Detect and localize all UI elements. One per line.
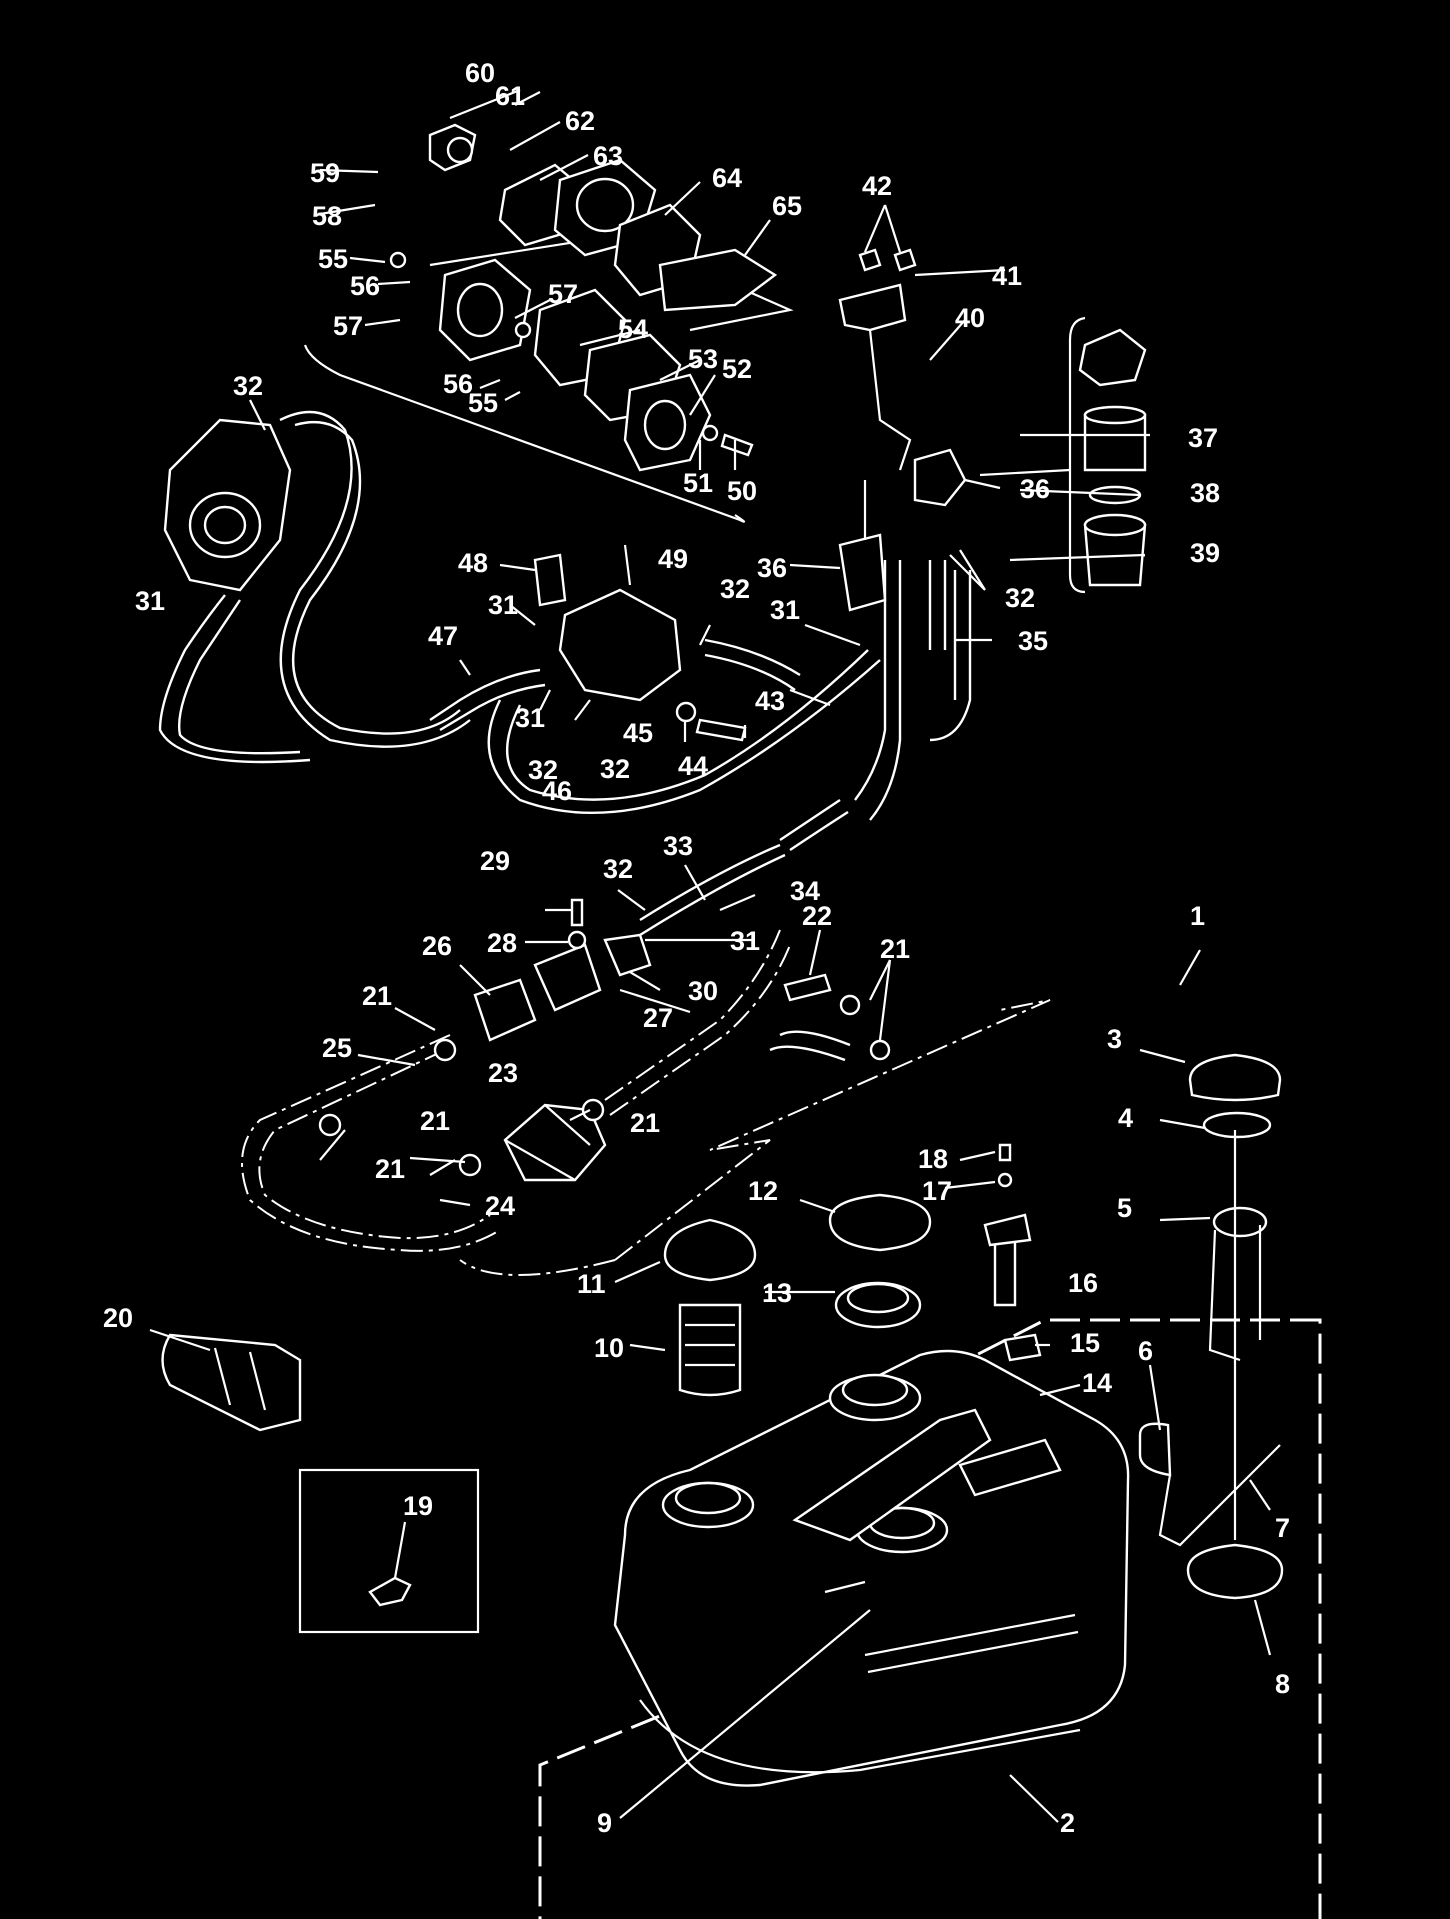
callout-28: 28 bbox=[487, 928, 517, 958]
callout-47: 47 bbox=[428, 621, 458, 651]
callout-38: 38 bbox=[1190, 478, 1220, 508]
callout-8: 8 bbox=[1275, 1669, 1290, 1699]
callout-52: 52 bbox=[722, 354, 752, 384]
callout-59: 59 bbox=[310, 158, 340, 188]
callout-42: 42 bbox=[862, 171, 892, 201]
callout-32e: 32 bbox=[600, 754, 630, 784]
callout-50: 50 bbox=[727, 476, 757, 506]
callout-37: 37 bbox=[1188, 423, 1218, 453]
callout-31c: 31 bbox=[515, 703, 545, 733]
callout-32a: 32 bbox=[233, 371, 263, 401]
callout-21a: 21 bbox=[880, 934, 910, 964]
callout-12: 12 bbox=[748, 1176, 778, 1206]
callout-7: 7 bbox=[1275, 1513, 1290, 1543]
fuel-filter-bracket-group bbox=[838, 248, 972, 821]
callout-53: 53 bbox=[688, 344, 718, 374]
callout-32c: 32 bbox=[720, 574, 750, 604]
callout-36b: 36 bbox=[757, 553, 787, 583]
callout-54: 54 bbox=[618, 314, 648, 344]
callout-20: 20 bbox=[103, 1303, 133, 1333]
callout-1: 1 bbox=[1190, 901, 1205, 931]
callout-labels: 60 61 62 63 64 65 59 58 55 56 57 57 54 5… bbox=[103, 58, 1290, 1838]
callout-39: 39 bbox=[1190, 538, 1220, 568]
callout-3: 3 bbox=[1107, 1024, 1122, 1054]
callout-49: 49 bbox=[658, 544, 688, 574]
fitting-19 bbox=[368, 1576, 412, 1607]
callout-16: 16 bbox=[1068, 1268, 1098, 1298]
callout-4: 4 bbox=[1118, 1103, 1133, 1133]
callout-44: 44 bbox=[678, 751, 708, 781]
callout-29: 29 bbox=[480, 846, 510, 876]
callout-15: 15 bbox=[1070, 1328, 1100, 1358]
tank-caps-and-parts bbox=[161, 1053, 1284, 1600]
callout-60: 60 bbox=[465, 58, 495, 88]
inset-box-19 bbox=[298, 1468, 480, 1634]
callout-48: 48 bbox=[458, 548, 488, 578]
callout-57b: 57 bbox=[333, 311, 363, 341]
callout-55: 55 bbox=[318, 244, 348, 274]
callout-30: 30 bbox=[688, 976, 718, 1006]
callout-6: 6 bbox=[1138, 1336, 1153, 1366]
leader-lines bbox=[149, 88, 1272, 1823]
callout-58: 58 bbox=[312, 201, 342, 231]
callout-11: 11 bbox=[577, 1269, 606, 1299]
callout-2: 2 bbox=[1060, 1808, 1075, 1838]
callout-27: 27 bbox=[643, 1003, 673, 1033]
callout-26: 26 bbox=[422, 931, 452, 961]
callout-56: 56 bbox=[350, 271, 380, 301]
callout-62: 62 bbox=[565, 106, 595, 136]
callout-5: 5 bbox=[1117, 1193, 1132, 1223]
callout-55b: 55 bbox=[468, 388, 498, 418]
callout-22: 22 bbox=[802, 901, 832, 931]
fuel-pump-body bbox=[429, 553, 881, 815]
callout-31a: 31 bbox=[770, 595, 800, 625]
callout-32d: 32 bbox=[528, 755, 558, 785]
callout-10: 10 bbox=[594, 1333, 624, 1363]
callout-45: 45 bbox=[623, 718, 653, 748]
callout-51: 51 bbox=[683, 468, 713, 498]
callout-61: 61 bbox=[495, 81, 525, 111]
callout-19: 19 bbox=[403, 1491, 433, 1521]
callout-56b: 56 bbox=[443, 369, 473, 399]
fuel-line-assembly bbox=[241, 799, 1051, 1276]
carburetor bbox=[158, 410, 471, 764]
callout-63: 63 bbox=[593, 141, 623, 171]
callout-40: 40 bbox=[955, 303, 985, 333]
fuel-tank bbox=[613, 1349, 1130, 1787]
callout-25: 25 bbox=[322, 1033, 352, 1063]
callout-31e: 31 bbox=[730, 926, 760, 956]
callout-65: 65 bbox=[772, 191, 802, 221]
callout-21e: 21 bbox=[375, 1154, 405, 1184]
callout-23: 23 bbox=[488, 1058, 518, 1088]
fuel-filter-inset bbox=[979, 316, 1147, 594]
callout-33: 33 bbox=[663, 831, 693, 861]
callout-32b: 32 bbox=[1005, 583, 1035, 613]
callout-57: 57 bbox=[548, 279, 578, 309]
callout-34: 34 bbox=[790, 876, 820, 906]
callout-17: 17 bbox=[922, 1176, 952, 1206]
callout-21d: 21 bbox=[630, 1108, 660, 1138]
callout-35: 35 bbox=[1018, 626, 1048, 656]
callout-43: 43 bbox=[755, 686, 785, 716]
callout-21c: 21 bbox=[420, 1106, 450, 1136]
callout-41: 41 bbox=[992, 261, 1022, 291]
callout-14: 14 bbox=[1082, 1368, 1112, 1398]
callout-21b: 21 bbox=[362, 981, 392, 1011]
callout-32f: 32 bbox=[603, 854, 633, 884]
fuel-pump-exploded-group bbox=[303, 123, 794, 523]
callout-9: 9 bbox=[597, 1808, 612, 1838]
callout-18: 18 bbox=[918, 1144, 948, 1174]
callout-24: 24 bbox=[485, 1191, 515, 1221]
callout-46: 46 bbox=[542, 776, 572, 806]
callout-36a: 36 bbox=[1020, 474, 1050, 504]
callout-13: 13 bbox=[762, 1278, 792, 1308]
callout-64: 64 bbox=[712, 163, 742, 193]
callout-31d: 31 bbox=[135, 586, 165, 616]
callout-31b: 31 bbox=[488, 590, 518, 620]
